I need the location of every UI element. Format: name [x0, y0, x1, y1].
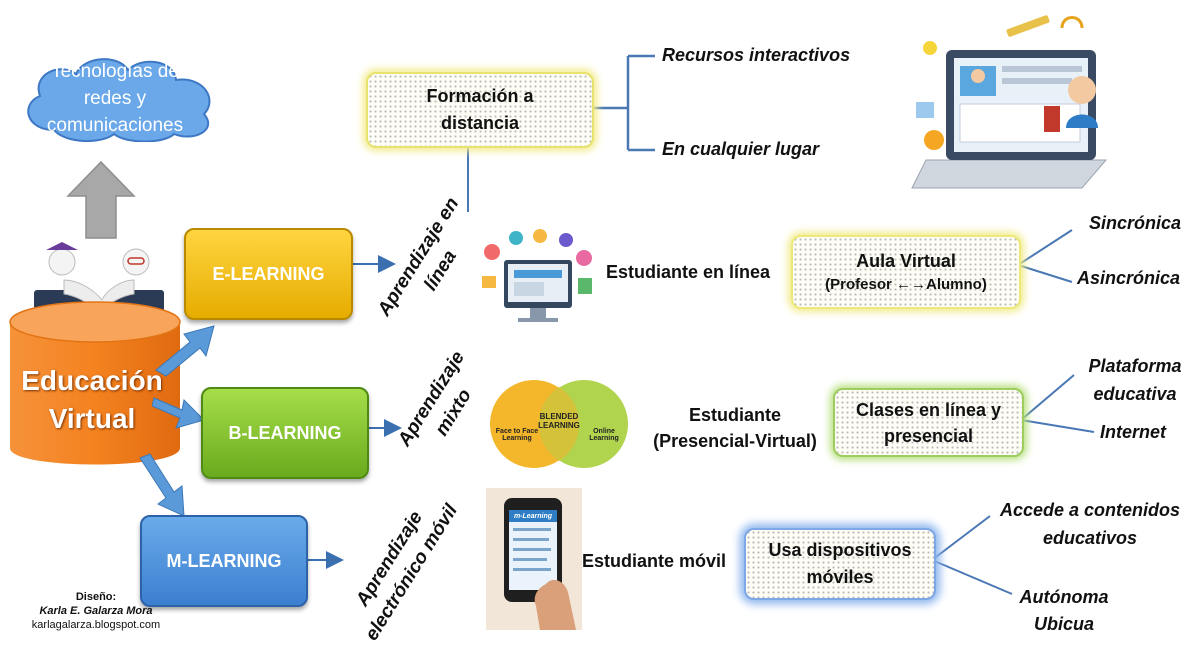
- ubicua-line: Ubicua: [1033, 614, 1094, 634]
- blended-learning-label: BLENDED LEARNING: [538, 412, 580, 430]
- plataforma-line1: Plataforma: [1088, 356, 1182, 376]
- cloud-label: Tecnologías de redes y comunicaciones: [20, 58, 210, 139]
- asincronica-label: Asincrónica: [1077, 268, 1181, 288]
- connector-layer: [305, 54, 1095, 595]
- center-title: Educación Virtual: [10, 362, 174, 438]
- aula-virtual-box: Aula Virtual (Profesor ←→Alumno): [791, 235, 1021, 309]
- formacion-line2: distancia: [440, 113, 520, 133]
- clases-fork: [1020, 374, 1095, 433]
- arrow-to-b-icon: [152, 397, 205, 429]
- usa-dispositivos-box: Usa dispositivos móviles: [744, 528, 936, 600]
- accede-line1: Accede a contenidos: [999, 500, 1181, 520]
- aula-subtitle: (Profesor ←→Alumno): [825, 276, 987, 293]
- estudiante-movil-label: Estudiante móvil: [582, 551, 727, 571]
- center-line2: Virtual: [48, 403, 136, 434]
- blended-venn-diagram: [490, 380, 628, 468]
- online-class-illustration: [911, 15, 1108, 189]
- clases-line2: presencial: [883, 425, 974, 446]
- recursos-label: Recursos interactivos: [662, 45, 851, 65]
- arrow-to-e-icon: [155, 325, 215, 377]
- m-learning-button[interactable]: M-LEARNING: [140, 515, 308, 607]
- aula-title: Aula Virtual: [856, 251, 956, 271]
- internet-label: Internet: [1100, 422, 1167, 442]
- estudiante-en-linea-label: Estudiante en línea: [606, 262, 771, 282]
- credit-line2: Karla E. Galarza Mora: [39, 605, 153, 617]
- formacion-line1: Formación a: [426, 86, 534, 106]
- accede-label: Accede a contenidos educativos: [990, 496, 1190, 552]
- autonoma-ubicua-label: Autónoma Ubicua: [1014, 584, 1114, 638]
- lugar-label: En cualquier lugar: [662, 139, 820, 159]
- cloud-shape: [27, 58, 211, 142]
- e-learning-button[interactable]: E-LEARNING: [184, 228, 353, 320]
- monitor-illustration: [482, 229, 592, 322]
- usa-line2: móviles: [806, 567, 874, 587]
- aula-fork: [1017, 229, 1073, 283]
- estudiante-presencial-line2: (Presencial-Virtual): [653, 431, 817, 451]
- phone-title: m-Learning: [513, 513, 553, 520]
- formacion-bracket: [592, 54, 655, 152]
- estudiante-presencial-label: Estudiante (Presencial-Virtual): [642, 402, 828, 454]
- clases-box: Clases en línea y presencial: [833, 388, 1024, 457]
- cloud-line2: redes y: [83, 88, 147, 109]
- autonoma-line: Autónoma: [1019, 587, 1109, 607]
- plataforma-label: Plataforma educativa: [1076, 352, 1194, 408]
- credit-line3: karlagalarza.blogspot.com: [31, 619, 161, 631]
- online-learning-label: Online Learning: [589, 428, 619, 442]
- usa-line1: Usa dispositivos: [768, 540, 912, 560]
- sincronica-label: Sincrónica: [1089, 213, 1182, 233]
- cloud-line3: comunicaciones: [46, 115, 184, 136]
- credit-line1: Diseño:: [75, 591, 117, 603]
- clases-line1: Clases en línea y: [855, 399, 1002, 420]
- arrow-to-m-icon: [139, 453, 185, 517]
- accede-line2: educativos: [1042, 528, 1138, 548]
- people-handshake-illustration: [34, 242, 164, 324]
- estudiante-presencial-line1: Estudiante: [688, 405, 781, 425]
- design-credit: Diseño: Karla E. Galarza Mora karlagalar…: [6, 590, 186, 632]
- plataforma-line2: educativa: [1093, 384, 1177, 404]
- b-learning-button[interactable]: B-LEARNING: [201, 387, 369, 479]
- center-cylinder: [9, 301, 181, 465]
- phone-illustration: [486, 488, 582, 630]
- face-to-face-label: Face to Face Learning: [495, 428, 539, 442]
- center-line1: Educación: [21, 365, 163, 396]
- formacion-box: Formación a distancia: [366, 72, 594, 148]
- cloud-line1: Tecnologías de: [51, 61, 179, 82]
- up-arrow-icon: [66, 160, 136, 239]
- usa-fork: [931, 515, 1013, 595]
